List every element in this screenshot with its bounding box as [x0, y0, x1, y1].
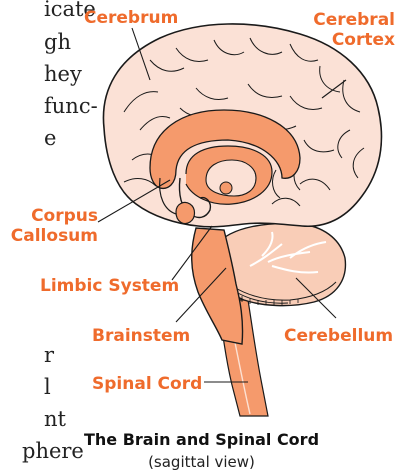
label-cerebral-cortex: Cerebral Cortex: [300, 10, 395, 50]
label-limbic-system: Limbic System: [40, 276, 179, 296]
label-corpus-callosum: Corpus Callosum: [6, 206, 98, 246]
figure-caption-title: The Brain and Spinal Cord: [0, 430, 403, 449]
figure-caption-subtitle: (sagittal view): [0, 453, 403, 471]
label-cerebrum: Cerebrum: [84, 8, 178, 28]
label-cerebellum: Cerebellum: [284, 326, 393, 346]
label-brainstem: Brainstem: [92, 326, 190, 346]
label-spinal-cord: Spinal Cord: [92, 374, 202, 394]
